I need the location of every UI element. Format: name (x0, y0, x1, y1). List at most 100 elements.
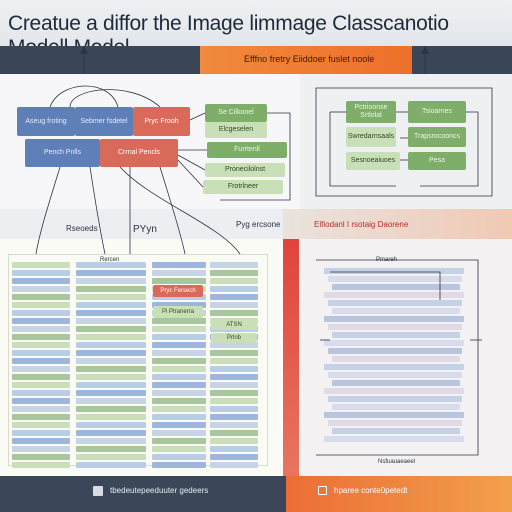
grid-row (210, 382, 258, 388)
grid-row (152, 262, 206, 268)
stack-row (328, 420, 462, 426)
mid-label: PYyn (133, 224, 157, 235)
grid-row (12, 286, 70, 292)
grid-row (152, 270, 206, 276)
stack-row (324, 388, 464, 394)
grid-row (76, 446, 146, 452)
diagram-box: Pryc Fersech (153, 285, 203, 297)
diagram-box: Trapsrocooncs (408, 127, 466, 147)
stack-row (324, 412, 464, 418)
grid-row (76, 462, 146, 468)
stack-row (324, 268, 464, 274)
grid-row (76, 366, 146, 372)
grid-row (76, 326, 146, 332)
diagram-box: Pryc Frooh (133, 107, 190, 136)
grid-row (12, 414, 70, 420)
diagram-box: ATSN (211, 320, 257, 330)
document-icon (93, 486, 103, 496)
grid-row (12, 422, 70, 428)
grid-row (210, 366, 258, 372)
grid-row (76, 342, 146, 348)
grid-row (12, 270, 70, 276)
stack-row (324, 436, 464, 442)
grid-row (76, 294, 146, 300)
grid-row (152, 390, 206, 396)
grid-row (76, 390, 146, 396)
diagram-box: Pesa (408, 152, 466, 170)
grid-row (152, 462, 206, 468)
grid-row (152, 366, 206, 372)
upper-right-panel (300, 74, 512, 209)
diagram-box: Pi Ptranerra (153, 306, 203, 318)
stack-row (332, 356, 460, 362)
grid-row (76, 422, 146, 428)
diagram-box: Pctrioonse Srtlolal (346, 101, 396, 123)
diagram-box: Pronecilolnst (205, 163, 285, 177)
grid-row (152, 374, 206, 380)
stack-row (328, 348, 462, 354)
diagram-box: Sesnoeaiuoes (346, 152, 400, 170)
grid-row (210, 446, 258, 452)
grid-row (152, 446, 206, 452)
grid-row (76, 270, 146, 276)
grid-row (152, 438, 206, 444)
mid-band-right (283, 209, 512, 239)
grid-row (76, 310, 146, 316)
grid-row (76, 302, 146, 308)
grid-row (12, 430, 70, 436)
grid-row (12, 262, 70, 268)
mid-band-left (0, 209, 286, 239)
grid-row (12, 326, 70, 332)
grid-row (76, 430, 146, 436)
stack-row (324, 316, 464, 322)
stack-row (332, 380, 460, 386)
grid-row (12, 302, 70, 308)
grid-row (76, 334, 146, 340)
grid-row (152, 302, 206, 308)
grid-row (76, 350, 146, 356)
grid-row (152, 294, 206, 300)
stack-row (328, 300, 462, 306)
grid-row (152, 430, 206, 436)
diagram-box: Frotrlneer (203, 180, 283, 194)
grid-row (152, 398, 206, 404)
grid-row (76, 406, 146, 412)
page-title: Creatue a diffor the Image limmage Class… (0, 0, 512, 59)
grid-row (152, 454, 206, 460)
stack-row (324, 364, 464, 370)
grid-row (12, 398, 70, 404)
grid-row (210, 342, 258, 348)
diagram-box: Furrtenll (207, 142, 287, 158)
diagram-box: Tsioarnes (408, 101, 466, 123)
stack-row (324, 340, 464, 346)
stack-row (332, 284, 460, 290)
grid-row (76, 414, 146, 420)
grid-row (210, 294, 258, 300)
grid-row (210, 398, 258, 404)
grid-row (152, 318, 206, 324)
grid-row (152, 342, 206, 348)
grid-row (76, 318, 146, 324)
grid-row (210, 310, 258, 316)
top-band-left (0, 46, 200, 74)
grid-row (12, 462, 70, 468)
grid-row (210, 270, 258, 276)
grid-row (12, 446, 70, 452)
accent-bar (283, 239, 299, 476)
grid-row (12, 350, 70, 356)
section-heading: Elfiodanl I rsotaig Daorene (314, 220, 409, 229)
grid-row (152, 406, 206, 412)
footer-left: tbedeutepeeduuter gedeers (0, 476, 286, 512)
grid-row (152, 422, 206, 428)
stack-row (328, 324, 462, 330)
stack-row (328, 276, 462, 282)
mid-label: Pyg ercsone (236, 220, 281, 229)
diagram-box: Sebmer fsdetel (75, 107, 133, 136)
grid-row (12, 278, 70, 284)
grid-row (210, 438, 258, 444)
grid-row (210, 358, 258, 364)
grid-row (12, 390, 70, 396)
stack-label: Nsfuauaeaeel (378, 459, 416, 465)
grid-row (210, 278, 258, 284)
grid-row (210, 390, 258, 396)
